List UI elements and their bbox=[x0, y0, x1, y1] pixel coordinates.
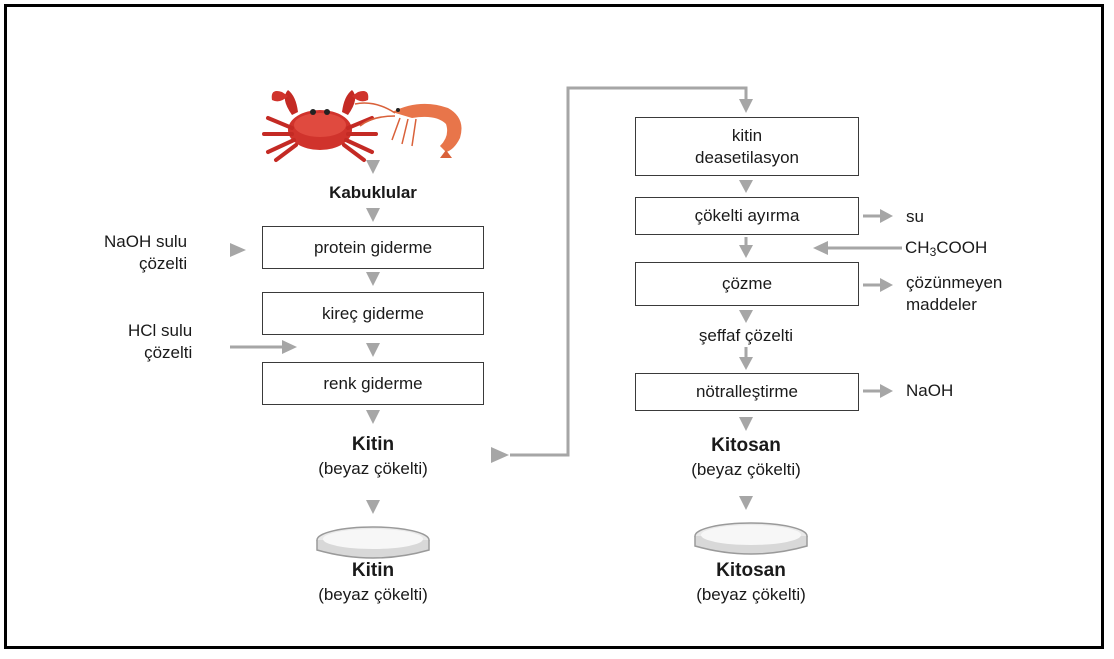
chitosan-product-name: Kitosan bbox=[711, 435, 781, 456]
naoh-output-label: NaOH bbox=[906, 381, 954, 400]
step-deacetylation: kitin deasetilasyon bbox=[635, 117, 859, 176]
acid-input-label: CH3COOH bbox=[905, 238, 988, 259]
insoluble-output-arrow bbox=[863, 278, 893, 292]
right-down-arrows bbox=[739, 180, 753, 510]
step-protein-removal: protein giderme bbox=[262, 226, 484, 269]
step-dissolving: çözme bbox=[635, 262, 859, 306]
chitin-product-desc: (beyaz çökelti) bbox=[318, 459, 428, 478]
chitosan-dish-desc: (beyaz çökelti) bbox=[696, 585, 806, 604]
water-output-label: su bbox=[906, 207, 924, 226]
insoluble-output-label: çözünmeyen maddeler bbox=[906, 273, 1003, 314]
left-down-arrows bbox=[366, 160, 380, 514]
hcl-input-arrow bbox=[230, 340, 297, 354]
naoh-input-arrow bbox=[230, 243, 246, 257]
chitin-dish-icon bbox=[316, 526, 430, 559]
chitin-product-name: Kitin bbox=[351, 434, 395, 455]
chitosan-dish-name: Kitosan bbox=[716, 560, 786, 581]
chitin-dish-name: Kitin bbox=[351, 560, 395, 581]
step-lime-removal: kireç giderme bbox=[262, 292, 484, 335]
chitosan-dish-icon bbox=[694, 522, 808, 555]
naoh-reagent-label: NaOH sulu çözelti bbox=[104, 232, 188, 273]
diagram-frame bbox=[4, 4, 1104, 649]
shrimp-icon bbox=[354, 102, 462, 158]
naoh-output-arrow bbox=[863, 384, 893, 398]
chitosan-product-desc: (beyaz çökelti) bbox=[691, 460, 801, 479]
clear-solution-label: şeffaf çözelti bbox=[698, 326, 794, 345]
water-output-arrow bbox=[863, 209, 893, 223]
connector-arrow bbox=[491, 86, 753, 463]
step-precipitate-separation: çökelti ayırma bbox=[635, 197, 859, 235]
hcl-reagent-label: HCl sulu çözelti bbox=[128, 321, 193, 362]
chitin-dish-desc: (beyaz çökelti) bbox=[318, 585, 428, 604]
crab-icon bbox=[262, 90, 378, 162]
step-color-removal: renk giderme bbox=[262, 362, 484, 405]
acid-input-arrow bbox=[813, 241, 902, 255]
source-label: Kabuklular bbox=[329, 183, 417, 202]
step-neutralization: nötralleştirme bbox=[635, 373, 859, 411]
